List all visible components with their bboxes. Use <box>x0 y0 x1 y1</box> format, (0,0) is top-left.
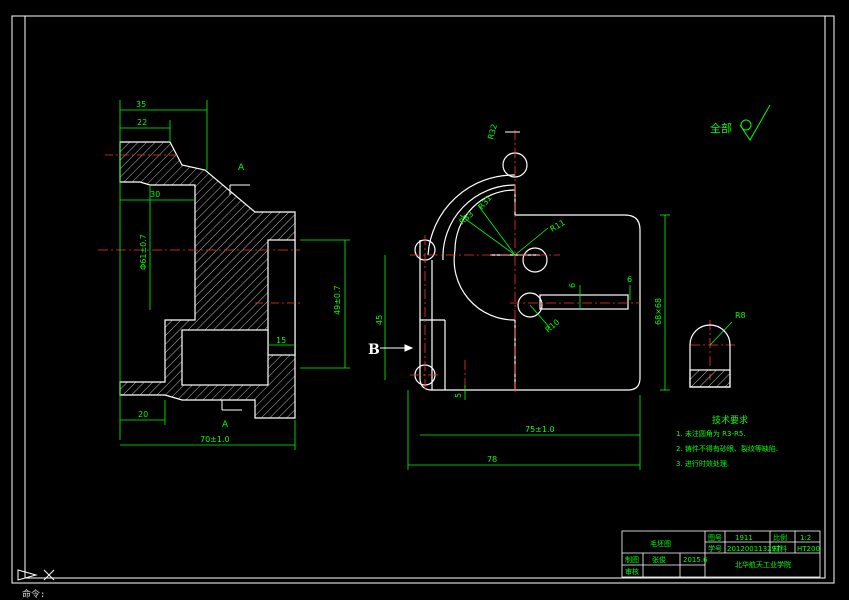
section-a-bottom: A <box>222 420 229 430</box>
svg-text:1. 未注圆角为 R3-R5.: 1. 未注圆角为 R3-R5. <box>676 429 746 438</box>
dim-r8: R8 <box>735 311 746 320</box>
ucs-icon <box>17 569 55 581</box>
right-outline <box>419 185 641 391</box>
dim-68: 68×68 <box>654 298 663 325</box>
dim-30: 30 <box>150 190 160 199</box>
tb-code: 1911 <box>735 534 753 542</box>
right-arc-outer <box>427 174 516 256</box>
tb-material-label: 材料 <box>773 544 787 553</box>
svg-text:2. 铸件不得有砂眼、裂纹等缺陷.: 2. 铸件不得有砂眼、裂纹等缺陷. <box>676 444 778 453</box>
svg-text:技术要求: 技术要求 <box>712 414 748 426</box>
left-section-view[interactable] <box>119 141 296 419</box>
dim-dia: Φ61±0.7 <box>139 234 148 270</box>
left-bore <box>267 239 296 356</box>
command-prompt: 命令: <box>22 590 46 600</box>
dim-6b: 6 <box>627 275 632 284</box>
section-a-top: A <box>238 163 245 173</box>
inner-frame <box>24 15 826 579</box>
tb-part-name: 毛坯图 <box>650 539 671 548</box>
dim-5: 5 <box>454 393 463 398</box>
dim-45: 45 <box>375 315 384 325</box>
right-semicircle <box>453 189 516 321</box>
title-block <box>621 530 821 578</box>
command-line[interactable]: 命令: <box>0 586 849 600</box>
dim-r31: R31 <box>477 193 494 211</box>
tb-scale-label: 比例 <box>773 533 787 542</box>
dim-20: 20 <box>138 410 148 419</box>
dim-15: 15 <box>276 336 286 345</box>
dim-r11: R11 <box>549 218 567 234</box>
tb-student-no: 201200113297 <box>727 545 780 553</box>
right-arc-inner <box>442 184 516 261</box>
dim-49: 49±0.7 <box>333 285 342 315</box>
dim-r32: R32 <box>486 123 499 141</box>
left-pocket <box>181 329 269 386</box>
svg-text:3. 进行时效处理.: 3. 进行时效处理. <box>676 459 729 468</box>
section-b-label: B <box>368 342 380 358</box>
tb-code-label: 图号 <box>708 534 722 542</box>
dim-r10: R10 <box>544 318 562 335</box>
tb-student-no-label: 学号 <box>708 544 722 553</box>
right-front-view[interactable] <box>414 152 641 391</box>
tb-drawn-label: 制图 <box>625 555 639 564</box>
tb-material: HT200 <box>797 545 820 553</box>
technical-notes: 技术要求 1. 未注圆角为 R3-R5. 2. 铸件不得有砂眼、裂纹等缺陷. 3… <box>676 414 778 468</box>
tb-school: 北华航天工业学院 <box>735 560 791 569</box>
detail-boss-view[interactable] <box>689 324 731 388</box>
dim-22: 22 <box>137 118 147 127</box>
dim-75: 75±1.0 <box>525 425 555 434</box>
dim-78: 78 <box>487 455 497 464</box>
tb-scale: 1:2 <box>800 534 811 542</box>
dim-6a: 6 <box>568 283 577 288</box>
dim-35: 35 <box>136 100 146 109</box>
tb-checked-label: 审核 <box>625 567 639 576</box>
tb-name: 张俊 <box>652 555 666 564</box>
tb-date: 2015.6 <box>683 556 708 564</box>
roughness-label: 全部 <box>710 121 732 135</box>
roughness-symbol <box>739 104 771 141</box>
dim-70: 70±1.0 <box>200 435 230 444</box>
